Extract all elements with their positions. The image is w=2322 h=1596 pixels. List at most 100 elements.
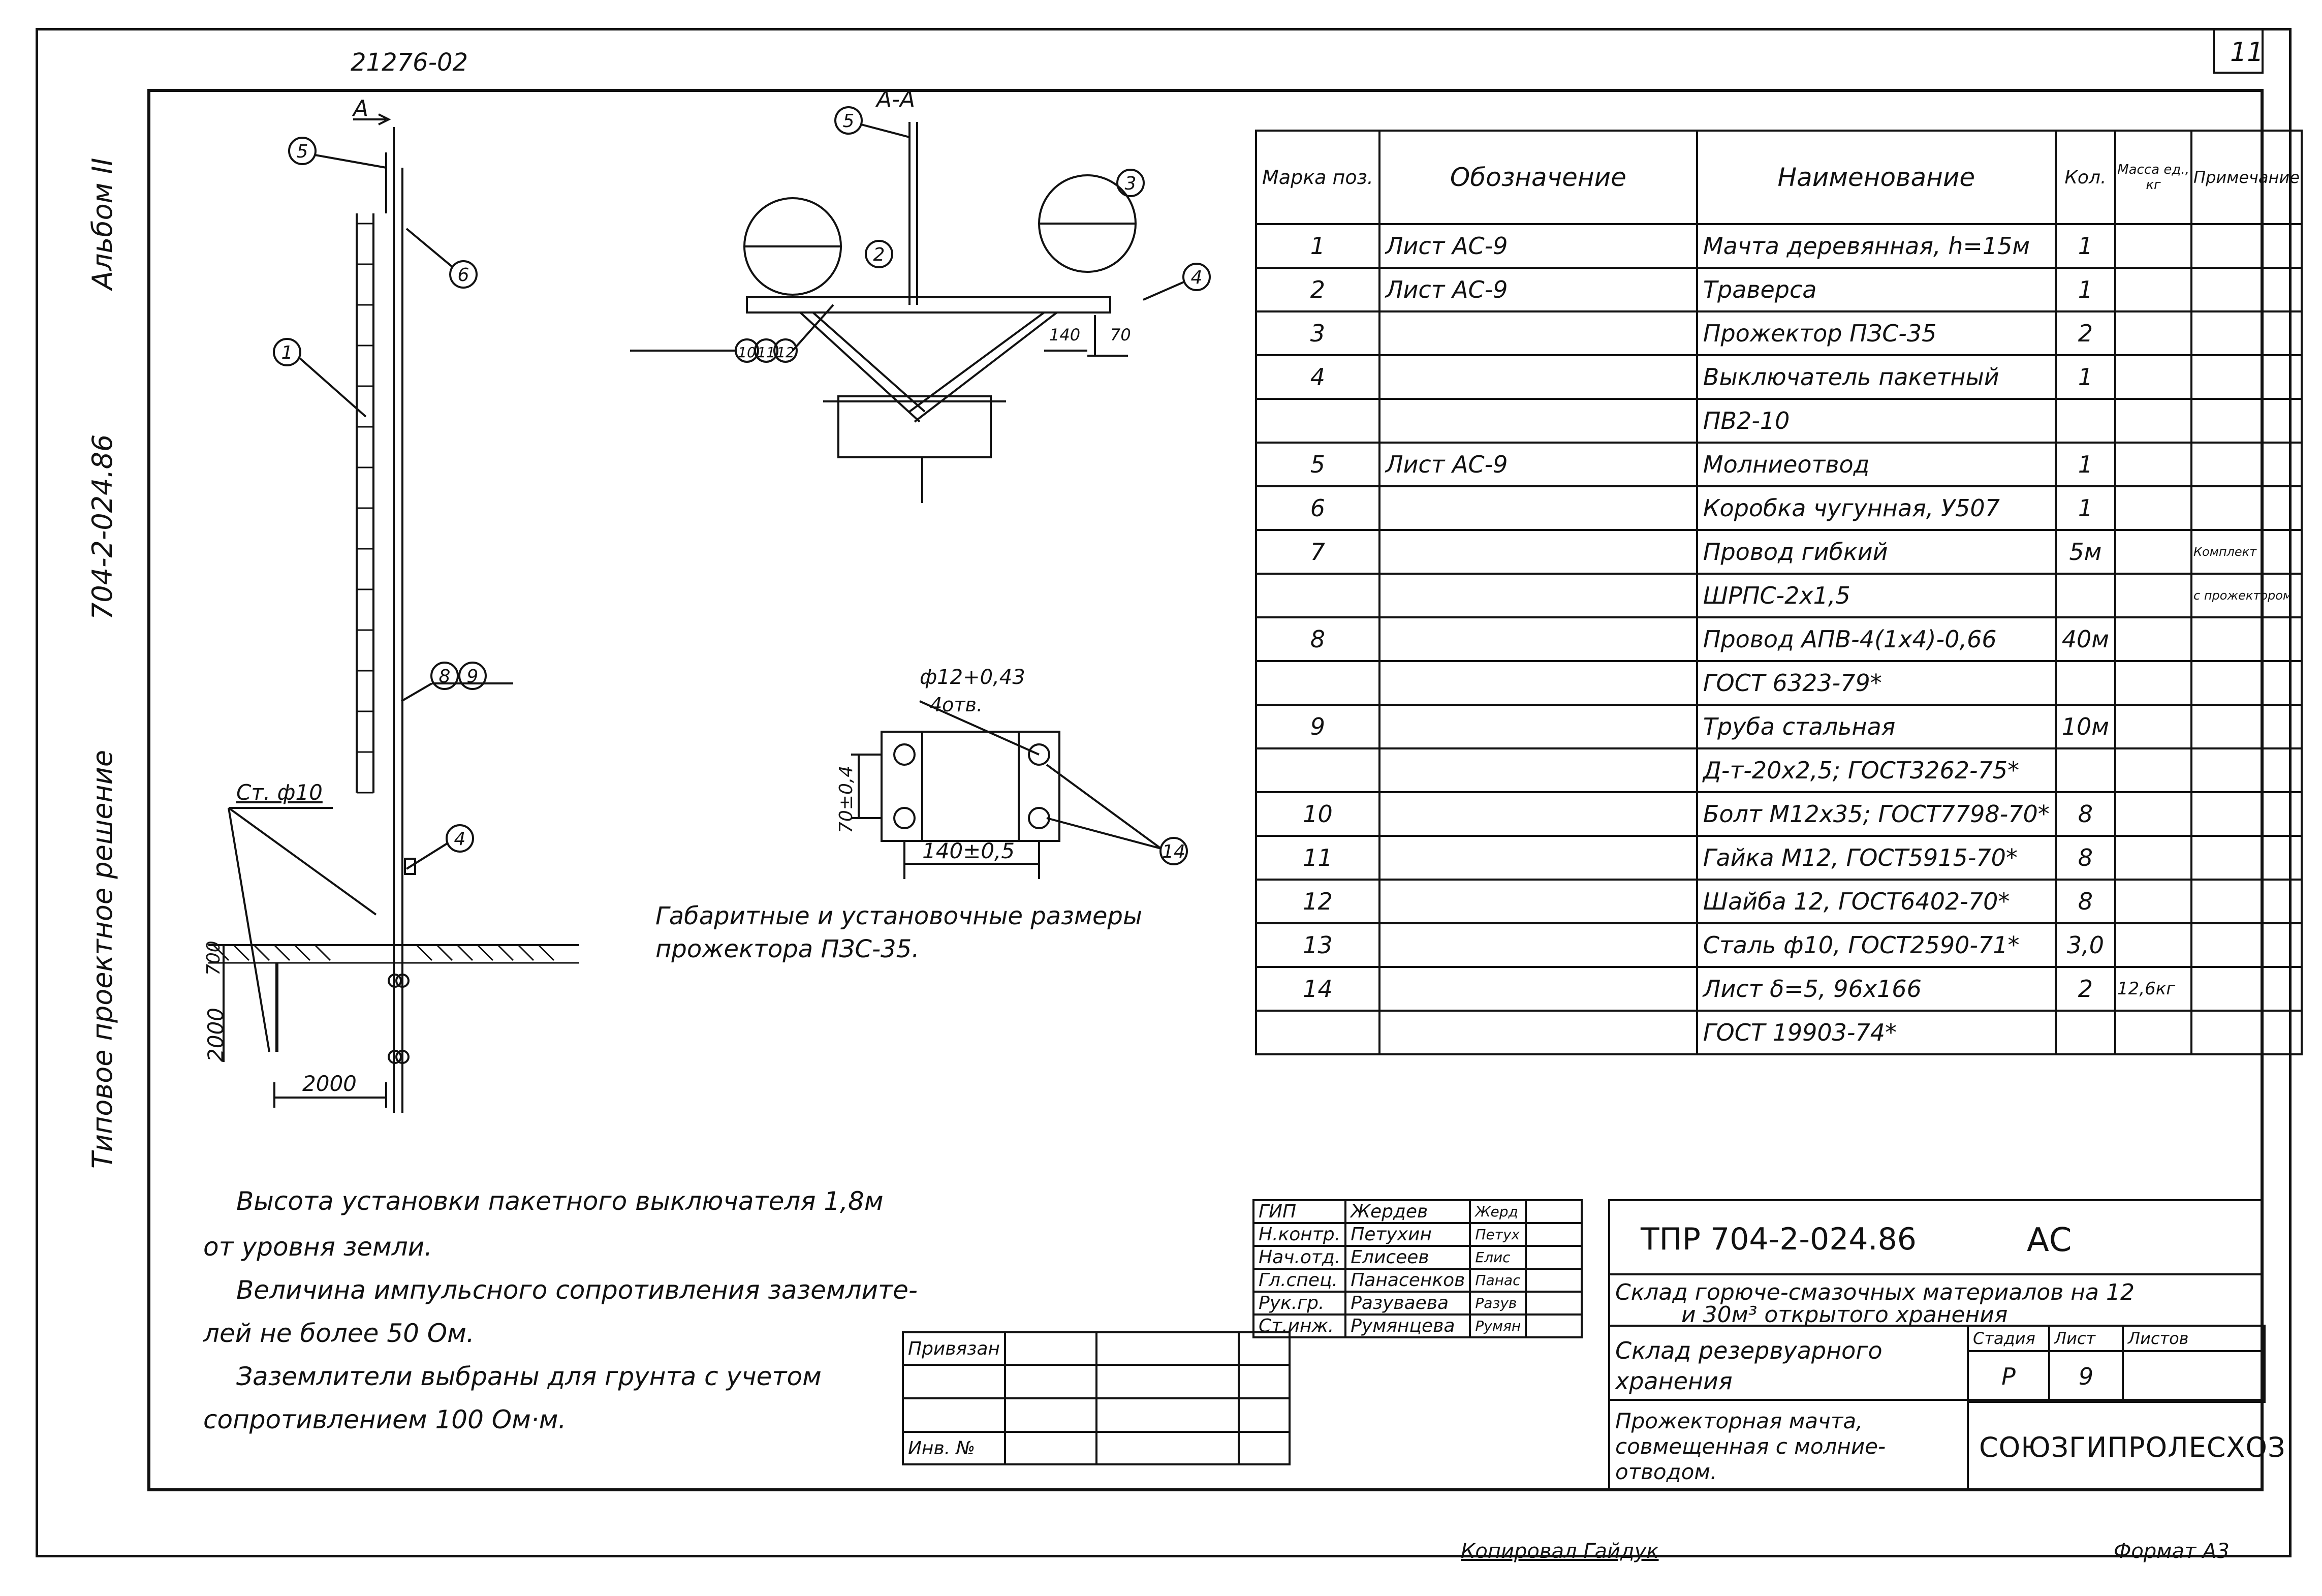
signature-name: Панасенков xyxy=(1344,1268,1471,1293)
ground-wire xyxy=(228,807,377,916)
inv-label: Инв. № xyxy=(902,1431,1006,1465)
spec-cell xyxy=(1378,398,1698,444)
spec-cell xyxy=(1378,616,1698,662)
spec-cell xyxy=(2114,573,2193,618)
dim-2000-h: 2000 xyxy=(302,1071,357,1096)
spec-cell xyxy=(2114,704,2193,749)
title-building-2: хранения xyxy=(1615,1367,1733,1395)
spec-cell: 8 xyxy=(2054,879,2117,924)
spec-cell xyxy=(2190,485,2303,531)
plate-caption-1: Габаритные и установочные размеры xyxy=(655,902,1142,930)
spec-cell: 11 xyxy=(1255,835,1380,881)
spec-cell: Лист АС-9 xyxy=(1378,267,1698,312)
signature-mark: Жерд xyxy=(1469,1199,1527,1224)
svg-text:4: 4 xyxy=(1191,267,1203,288)
plate-caption-2: прожектора ПЗС-35. xyxy=(655,935,920,963)
spec-cell xyxy=(2190,398,2303,444)
spec-cell xyxy=(2114,616,2193,662)
spec-cell: 1 xyxy=(1255,223,1380,269)
stage-value: Р xyxy=(1967,1350,2050,1403)
title-code-cell: ТПР 704-2-024.86 АС xyxy=(1608,1199,2264,1275)
spec-cell: Комплект xyxy=(2190,529,2303,575)
spec-cell xyxy=(1255,398,1380,444)
margin-album: Альбом II xyxy=(86,158,118,290)
plate-dim-h: 140±0,5 xyxy=(922,838,1015,863)
title-drawing-cell: Прожекторная мачта, совмещенная с молние… xyxy=(1608,1399,1969,1491)
sheet-header: Лист xyxy=(2048,1325,2124,1352)
mount-plate xyxy=(881,731,1060,842)
spec-cell xyxy=(2114,791,2193,837)
spec-cell: 1 xyxy=(2054,223,2117,269)
spec-cell xyxy=(2114,529,2193,575)
spec-cell: 1 xyxy=(2054,485,2117,531)
title-drawing-2: совмещенная с молние- xyxy=(1615,1434,1886,1459)
spec-header-row: Марка поз. Обозначение Наименование Кол.… xyxy=(1255,130,2303,225)
traverse xyxy=(746,296,1111,314)
spec-cell: 13 xyxy=(1255,922,1380,968)
signature-mark: Разув xyxy=(1469,1291,1527,1316)
spec-cell xyxy=(1378,747,1698,793)
spec-cell xyxy=(2114,223,2193,269)
spec-cell xyxy=(1378,966,1698,1012)
stage-header: Стадия xyxy=(1967,1325,2050,1352)
spec-cell xyxy=(2190,267,2303,312)
spec-cell xyxy=(1378,835,1698,881)
spec-cell: ГОСТ 19903-74* xyxy=(1696,1010,2057,1055)
base-frame xyxy=(837,395,992,458)
title-drawing-1: Прожекторная мачта, xyxy=(1615,1409,1863,1433)
signature-date xyxy=(1525,1313,1583,1338)
ladder-rungs xyxy=(357,223,373,794)
spec-cell: Болт М12х35; ГОСТ7798-70* xyxy=(1696,791,2057,837)
spec-cell: 1 xyxy=(2054,442,2117,487)
svg-text:11: 11 xyxy=(757,344,775,361)
spec-cell: 8 xyxy=(2054,791,2117,837)
signature-date xyxy=(1525,1245,1583,1270)
spec-cell xyxy=(2190,704,2303,749)
spec-cell xyxy=(1378,922,1698,968)
spec-cell xyxy=(2054,398,2117,444)
svg-text:2: 2 xyxy=(873,244,885,265)
privyazan-label: Привязан xyxy=(902,1331,1006,1366)
spec-cell xyxy=(2054,660,2117,706)
spec-col-name: Наименование xyxy=(1696,130,2057,225)
dim-2000-v: 2000 xyxy=(203,1008,228,1062)
title-object-cell: Склад горюче-смазочных материалов на 12 … xyxy=(1608,1273,2264,1328)
title-object-2: и 30м³ открытого хранения xyxy=(1681,1302,2008,1328)
signature-date xyxy=(1525,1291,1583,1316)
switch-box xyxy=(404,858,416,875)
note-line-3: Величина импульсного сопротивления зазем… xyxy=(236,1275,918,1305)
spec-cell xyxy=(2114,310,2193,356)
doc-code: 21276-02 xyxy=(351,48,468,77)
spec-row: ПВ2-10 xyxy=(1255,398,2303,444)
spec-cell xyxy=(1378,485,1698,531)
spec-cell xyxy=(2114,442,2193,487)
signature-date xyxy=(1525,1199,1583,1224)
spec-cell xyxy=(2114,922,2193,968)
signature-role: Рук.гр. xyxy=(1252,1291,1347,1316)
spec-cell: 5м xyxy=(2054,529,2117,575)
svg-text:5: 5 xyxy=(843,111,855,132)
svg-text:10: 10 xyxy=(738,344,756,361)
svg-text:5: 5 xyxy=(297,141,308,162)
spec-cell xyxy=(2190,616,2303,662)
spec-cell: 40м xyxy=(2054,616,2117,662)
spec-cell xyxy=(1378,529,1698,575)
signature-mark: Румян xyxy=(1469,1313,1527,1338)
spec-cell: Лист АС-9 xyxy=(1378,223,1698,269)
spec-cell: Выключатель пакетный xyxy=(1696,354,2057,400)
signature-role: Н.контр. xyxy=(1252,1222,1347,1247)
sheet-number-box: 11 xyxy=(2213,28,2264,74)
privyazan-table: Привязан Инв. № xyxy=(902,1331,1291,1465)
spec-cell xyxy=(1378,310,1698,356)
margin-type: Типовое проектное решение xyxy=(86,749,118,1169)
spec-cell: с прожектором xyxy=(2190,573,2303,618)
